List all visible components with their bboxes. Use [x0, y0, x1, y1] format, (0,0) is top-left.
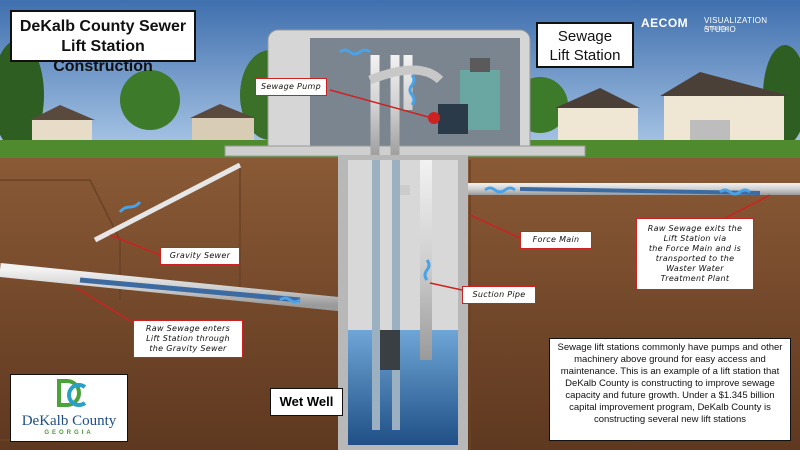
wet-well-shaft: [338, 155, 468, 450]
pump-machinery: [368, 55, 500, 160]
diagram-title-line1: DeKalb County Sewer: [19, 18, 187, 35]
label-force-main: Force Main: [520, 231, 592, 249]
dekalb-county-logo: DeKalb County GEORGIA: [10, 374, 128, 442]
raw-exits-line5: Waster Water: [666, 264, 724, 273]
aecom-logo: AECOM: [641, 16, 689, 30]
raw-exits-line6: Treatment Plant: [660, 274, 730, 283]
callout-lines: [74, 89, 771, 328]
label-sewage-pump: Sewage Pump: [255, 78, 327, 96]
label-gravity-sewer: Gravity Sewer: [160, 247, 240, 265]
logo-state-name: GEORGIA: [44, 430, 94, 436]
visualization-studio-sub: Americas: [704, 26, 730, 32]
raw-enters-line1: Raw Sewage enters: [145, 324, 231, 333]
label-raw-sewage-enters: Raw Sewage enters Lift Station through t…: [133, 320, 243, 358]
visualization-studio-text: VISUALIZATION STUDIO: [704, 16, 768, 34]
raw-exits-line4: transported to the: [655, 254, 735, 263]
lift-station-line2: Lift Station: [549, 47, 621, 64]
raw-exits-line1: Raw Sewage exits the: [647, 224, 743, 233]
lift-station-line1: Sewage: [557, 28, 613, 45]
diagram-title-box: DeKalb County Sewer Lift Station Constru…: [10, 10, 196, 75]
label-raw-sewage-exits: Raw Sewage exits the Lift Station via th…: [636, 218, 754, 290]
raw-exits-line3: the Force Main and is: [648, 244, 742, 253]
lift-station-title-box: Sewage Lift Station: [536, 22, 634, 68]
info-description: Sewage lift stations commonly have pumps…: [549, 338, 791, 441]
label-suction-pipe: Suction Pipe: [462, 286, 536, 304]
flow-arrows: [118, 48, 751, 304]
raw-enters-line2: Lift Station through: [146, 334, 230, 343]
raw-exits-line2: Lift Station via: [663, 234, 727, 243]
logo-county-name: DeKalb County: [21, 413, 117, 429]
dc-logo-icon: [57, 379, 87, 407]
diagram-title-line2: Lift Station Construction: [53, 38, 153, 75]
raw-enters-line3: the Gravity Sewer: [149, 344, 227, 353]
label-wet-well: Wet Well: [270, 388, 343, 416]
